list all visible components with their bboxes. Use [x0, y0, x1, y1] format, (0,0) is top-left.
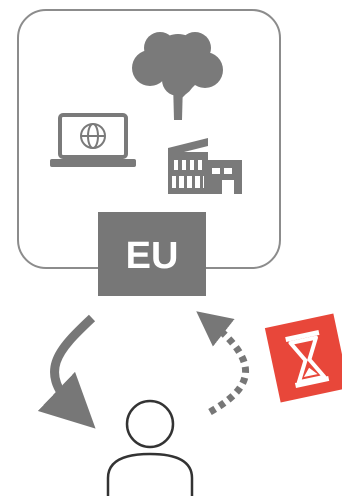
tree-icon: [132, 32, 223, 120]
dotted-arrow: [196, 311, 250, 416]
eu-label: EU: [126, 235, 179, 277]
solid-arrow: [37, 314, 96, 429]
eu-box: [98, 212, 206, 296]
hourglass-icon: [264, 313, 342, 403]
laptop-globe-icon: [50, 113, 136, 167]
factory-icon: [168, 138, 242, 194]
person-icon: [106, 399, 194, 496]
